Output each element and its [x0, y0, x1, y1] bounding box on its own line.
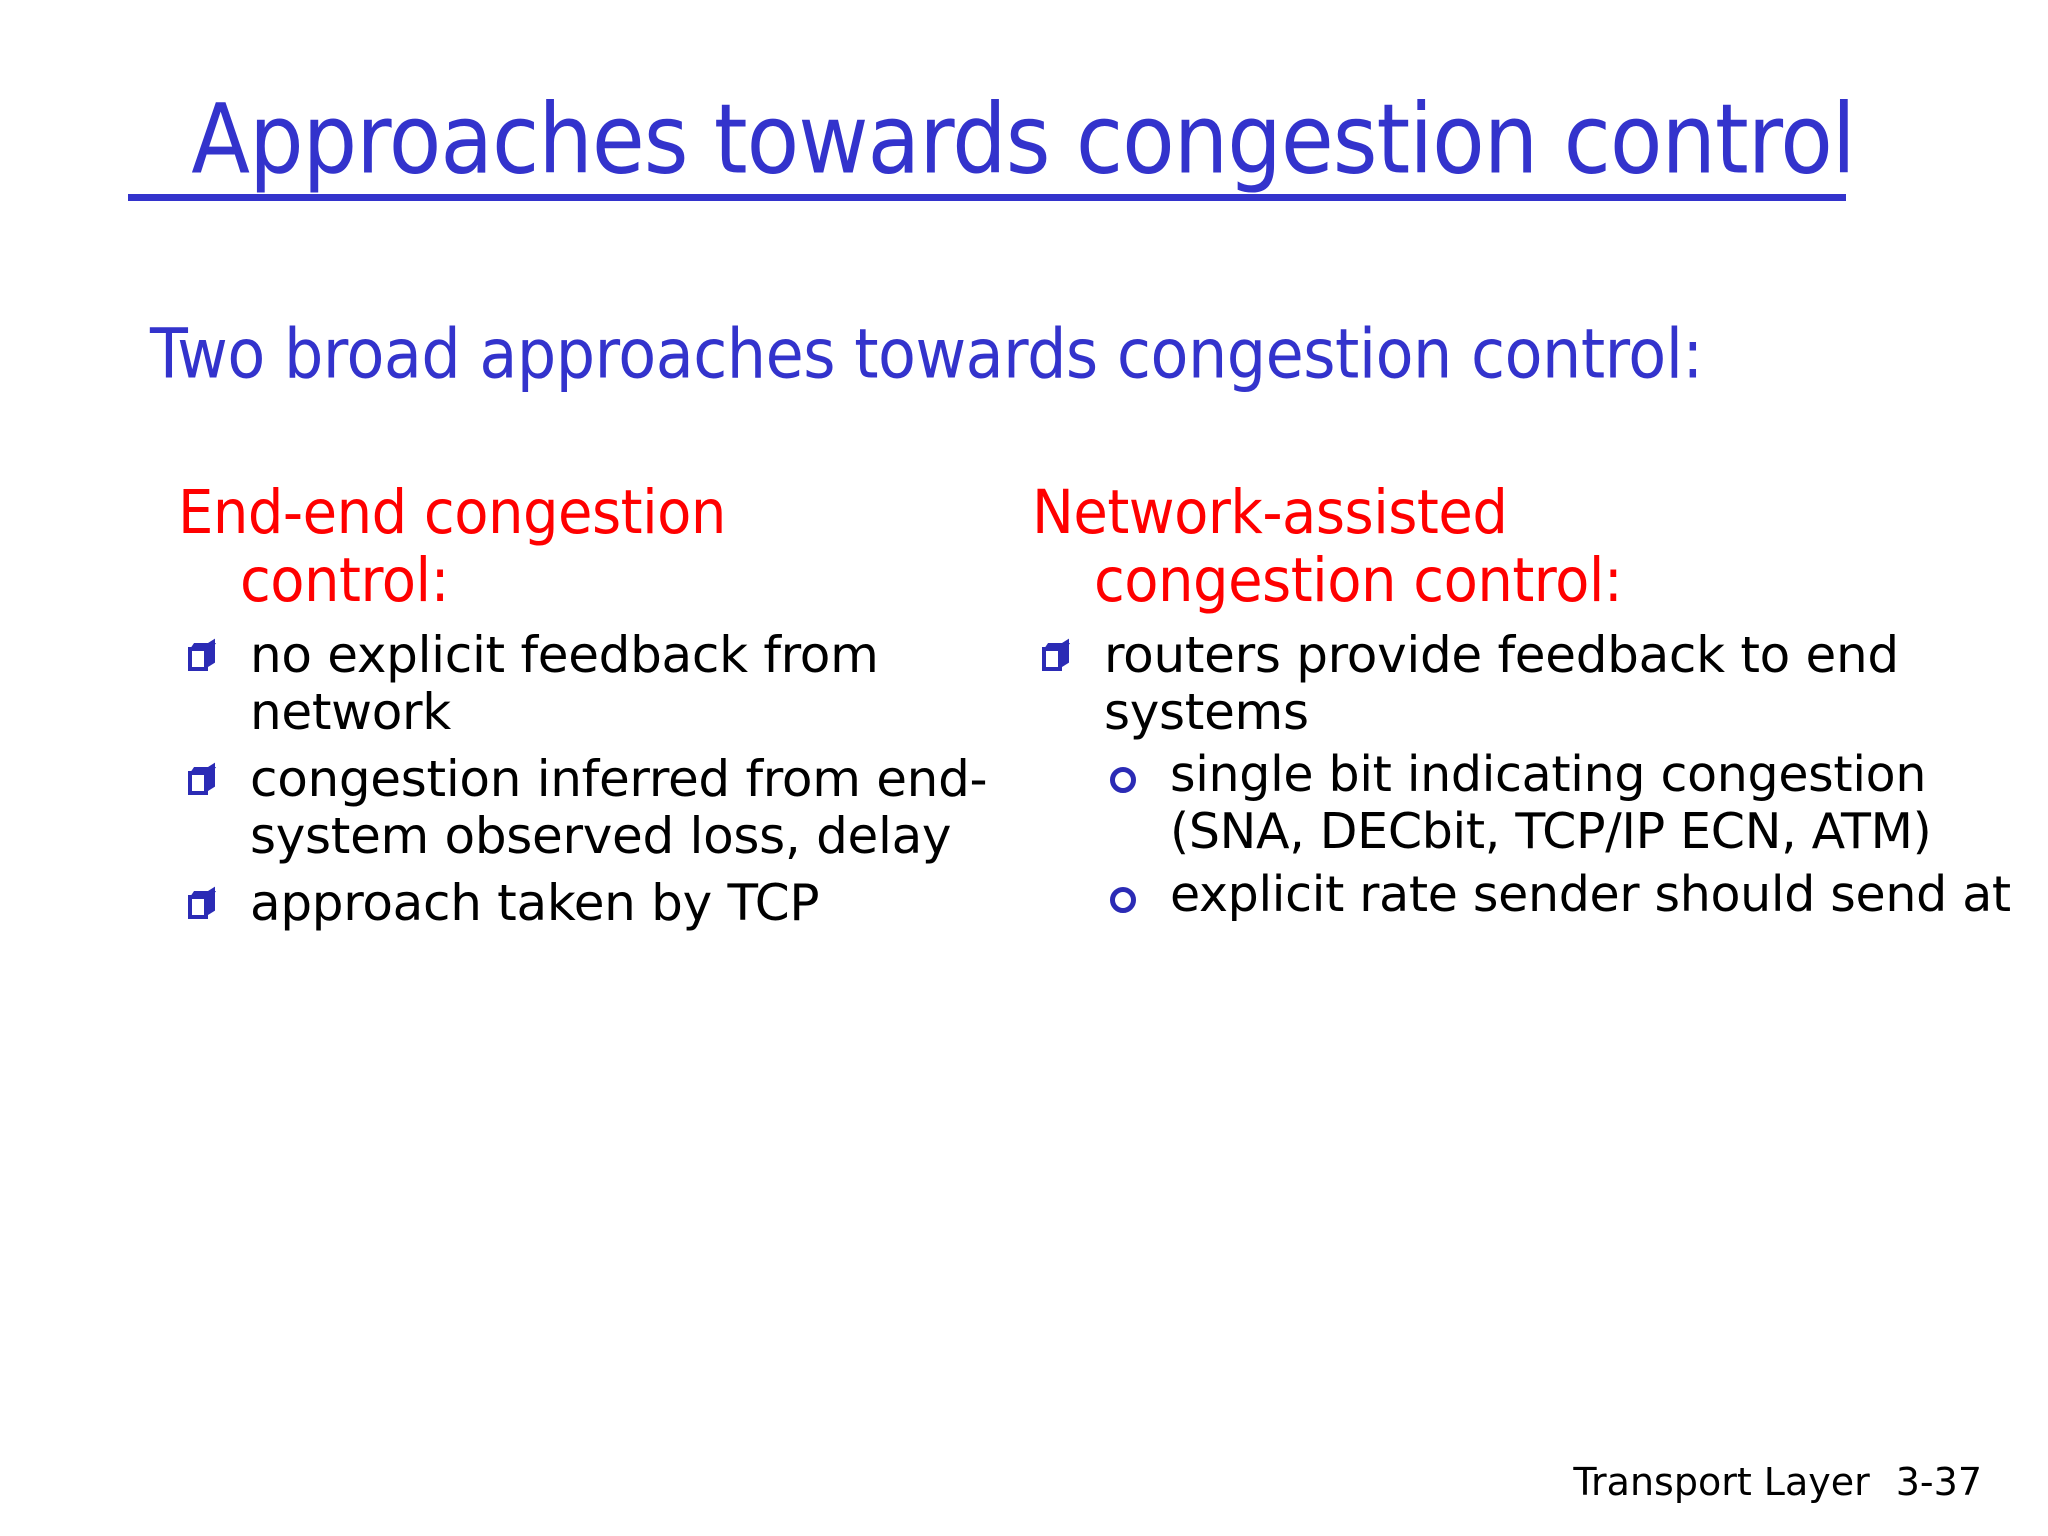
footer-label: Transport Layer [1573, 1460, 1870, 1504]
content-columns: End-end congestion control: no explicit … [0, 477, 2048, 942]
slide-subtitle: Two broad approaches towards congestion … [150, 313, 1703, 394]
left-column-heading: End-end congestion control: [178, 477, 1000, 616]
right-bullet-list: routers provide feedback to end systems … [1032, 627, 2018, 923]
ring-bullet-icon [1110, 767, 1136, 794]
list-item: routers provide feedback to end systems … [1032, 627, 2018, 923]
left-column: End-end congestion control: no explicit … [0, 477, 1020, 942]
subbullet-text: single bit indicating congestion (SNA, D… [1170, 746, 1932, 861]
list-item: explicit rate sender should send at [1104, 866, 2018, 924]
title-block: Approaches towards congestion control [128, 84, 1918, 201]
bullet-text: approach taken by TCP [250, 874, 820, 933]
right-subbullet-list: single bit indicating congestion (SNA, D… [1104, 747, 2018, 923]
right-column-heading: Network-assisted congestion control: [1032, 477, 2018, 616]
list-item: no explicit feedback from network [178, 627, 1000, 741]
bullet-text: routers provide feedback to end systems [1104, 626, 1899, 742]
subbullet-text: explicit rate sender should send at [1170, 866, 2011, 924]
left-bullet-list: no explicit feedback from network conges… [178, 627, 1000, 932]
box-bullet-icon [188, 887, 217, 921]
ring-bullet-icon [1110, 887, 1136, 914]
page-title: Approaches towards congestion control [191, 84, 1855, 197]
list-item: congestion inferred from end-system obse… [178, 751, 1000, 865]
bullet-text: no explicit feedback from network [250, 626, 879, 742]
list-item: approach taken by TCP [178, 875, 1000, 932]
right-column-heading-line2: congestion control: [1094, 545, 1623, 616]
left-column-heading-line2: control: [240, 545, 449, 616]
footer-page-number: 3-37 [1895, 1460, 1982, 1504]
title-underline-rule [128, 193, 1846, 201]
bullet-text: congestion inferred from end-system obse… [250, 750, 988, 866]
slide-footer: Transport Layer 3-37 [1573, 1460, 1982, 1504]
right-column-heading-line1: Network-assisted [1032, 477, 1508, 549]
right-column: Network-assisted congestion control: rou… [1020, 477, 2048, 934]
box-bullet-icon [188, 763, 217, 797]
box-bullet-icon [1042, 639, 1071, 673]
list-item: single bit indicating congestion (SNA, D… [1104, 747, 2018, 861]
box-bullet-icon [188, 639, 217, 673]
left-column-heading-line1: End-end congestion [178, 477, 726, 549]
